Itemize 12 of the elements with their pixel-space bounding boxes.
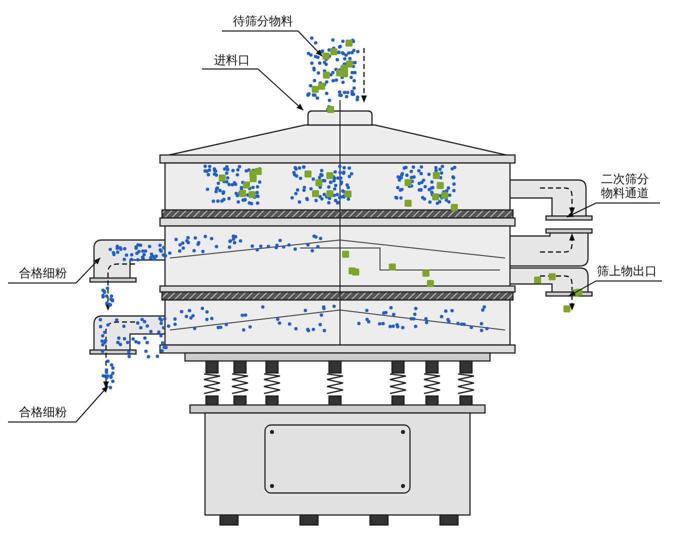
callout-label: 合格细粉 — [12, 405, 74, 419]
leader-line — [566, 202, 660, 218]
leader-line — [202, 68, 304, 110]
callout-label: 二次筛分物料通道 — [596, 172, 654, 200]
leader-line — [568, 280, 662, 296]
leader-line — [8, 385, 108, 422]
leader-line — [8, 258, 100, 284]
callout-label: 待筛分物料 — [228, 14, 298, 28]
callout-label: 合格细粉 — [12, 266, 74, 280]
leader-line — [222, 30, 322, 56]
callout-label: 筛上物出口 — [596, 264, 658, 278]
callout-label: 进料口 — [208, 53, 256, 67]
